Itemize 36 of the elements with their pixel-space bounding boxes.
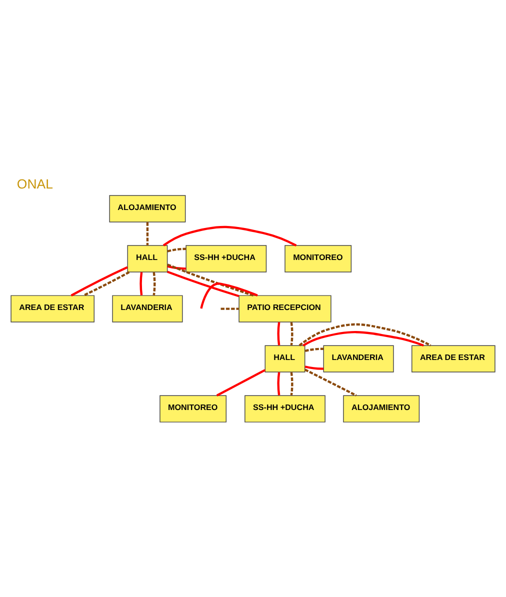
node-box: LAVANDERIA (323, 345, 394, 372)
connector (304, 366, 324, 370)
node-box: MONITOREO (160, 395, 227, 422)
diagram-title: ONAL (16, 176, 53, 192)
connector (277, 322, 280, 346)
connector (277, 372, 280, 396)
connector (304, 348, 324, 352)
connector (290, 322, 294, 346)
connector (220, 308, 239, 310)
connector (166, 270, 240, 298)
connector (140, 272, 143, 296)
connector (167, 265, 186, 270)
connector (146, 222, 149, 246)
node-box: SS-HH +DUCHA (244, 395, 326, 422)
connector (162, 226, 297, 246)
connector (302, 331, 424, 347)
connector (167, 264, 254, 297)
connector (298, 323, 432, 346)
node-box: AREA DE ESTAR (412, 345, 496, 372)
node-box: LAVANDERIA (112, 295, 183, 322)
node-box: PATIO RECEPCION (238, 295, 332, 322)
connector (152, 272, 156, 296)
node-box: AREA DE ESTAR (10, 295, 94, 322)
node-box: HALL (127, 245, 168, 272)
connector (167, 248, 186, 252)
connector (70, 266, 128, 296)
node-box: MONITOREO (284, 245, 352, 272)
node-box: SS-HH +DUCHA (186, 245, 267, 272)
connector (304, 368, 357, 396)
connector (83, 271, 130, 296)
node-box: HALL (264, 345, 306, 372)
node-box: ALOJAMIENTO (343, 395, 420, 422)
connector (216, 369, 266, 396)
connector (200, 282, 258, 309)
node-box: ALOJAMIENTO (109, 195, 186, 222)
connector (290, 372, 294, 396)
